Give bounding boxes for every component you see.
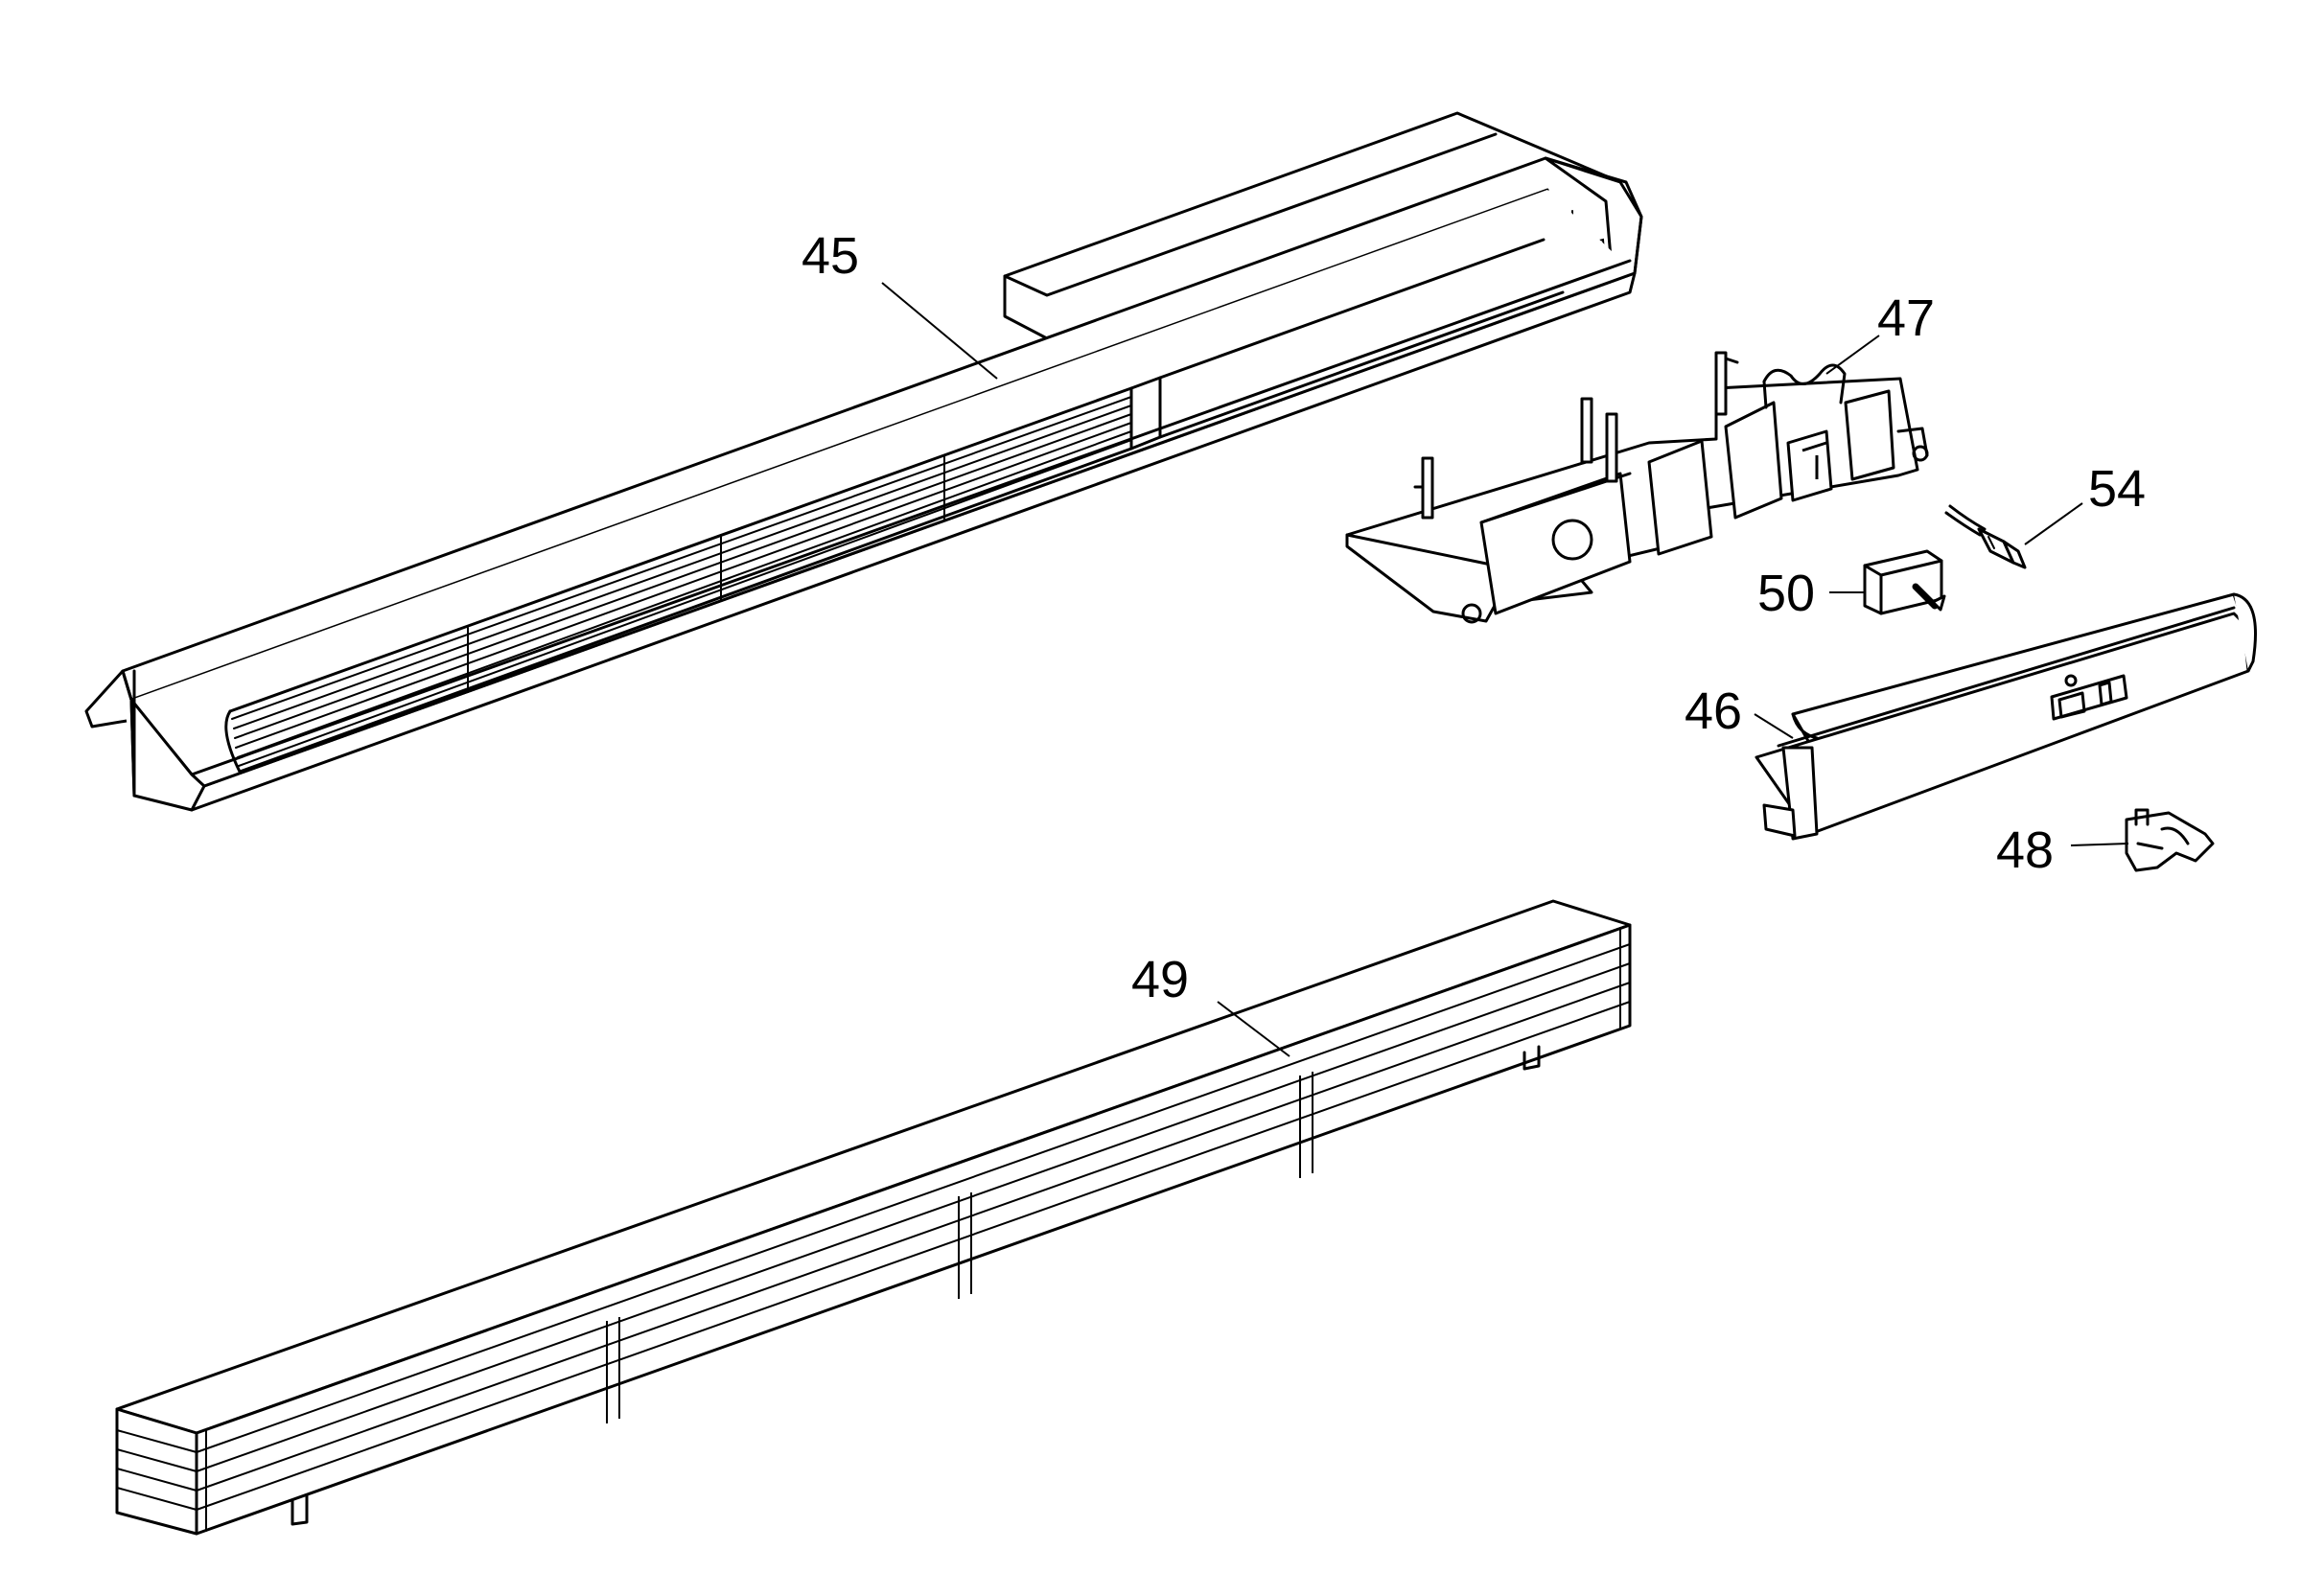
callout-label-47: 47 [1877, 289, 1935, 347]
callout-48: 48 [1996, 821, 2129, 879]
callout-label-48: 48 [1996, 821, 2054, 879]
part-46-control-panel [1755, 592, 2257, 841]
part-45-upper-housing [84, 111, 1643, 812]
part-47-bracket [1345, 351, 1929, 624]
callout-label-49: 49 [1131, 951, 1189, 1008]
callout-49: 49 [1131, 951, 1290, 1057]
part-49-lower-cover [115, 899, 1632, 1536]
callout-46: 46 [1685, 682, 1794, 740]
callout-47: 47 [1825, 289, 1935, 375]
callout-54: 54 [2024, 460, 2146, 545]
callout-50: 50 [1757, 565, 1865, 622]
callout-label-45: 45 [802, 227, 859, 285]
callout-label-54: 54 [2088, 460, 2146, 518]
callout-label-46: 46 [1685, 682, 1742, 740]
part-54-lamp-socket [1944, 504, 2027, 569]
callout-45: 45 [802, 227, 998, 380]
part-48-knob [2125, 808, 2215, 872]
callout-label-50: 50 [1757, 565, 1815, 622]
part-50-switch-block [1863, 549, 1946, 615]
